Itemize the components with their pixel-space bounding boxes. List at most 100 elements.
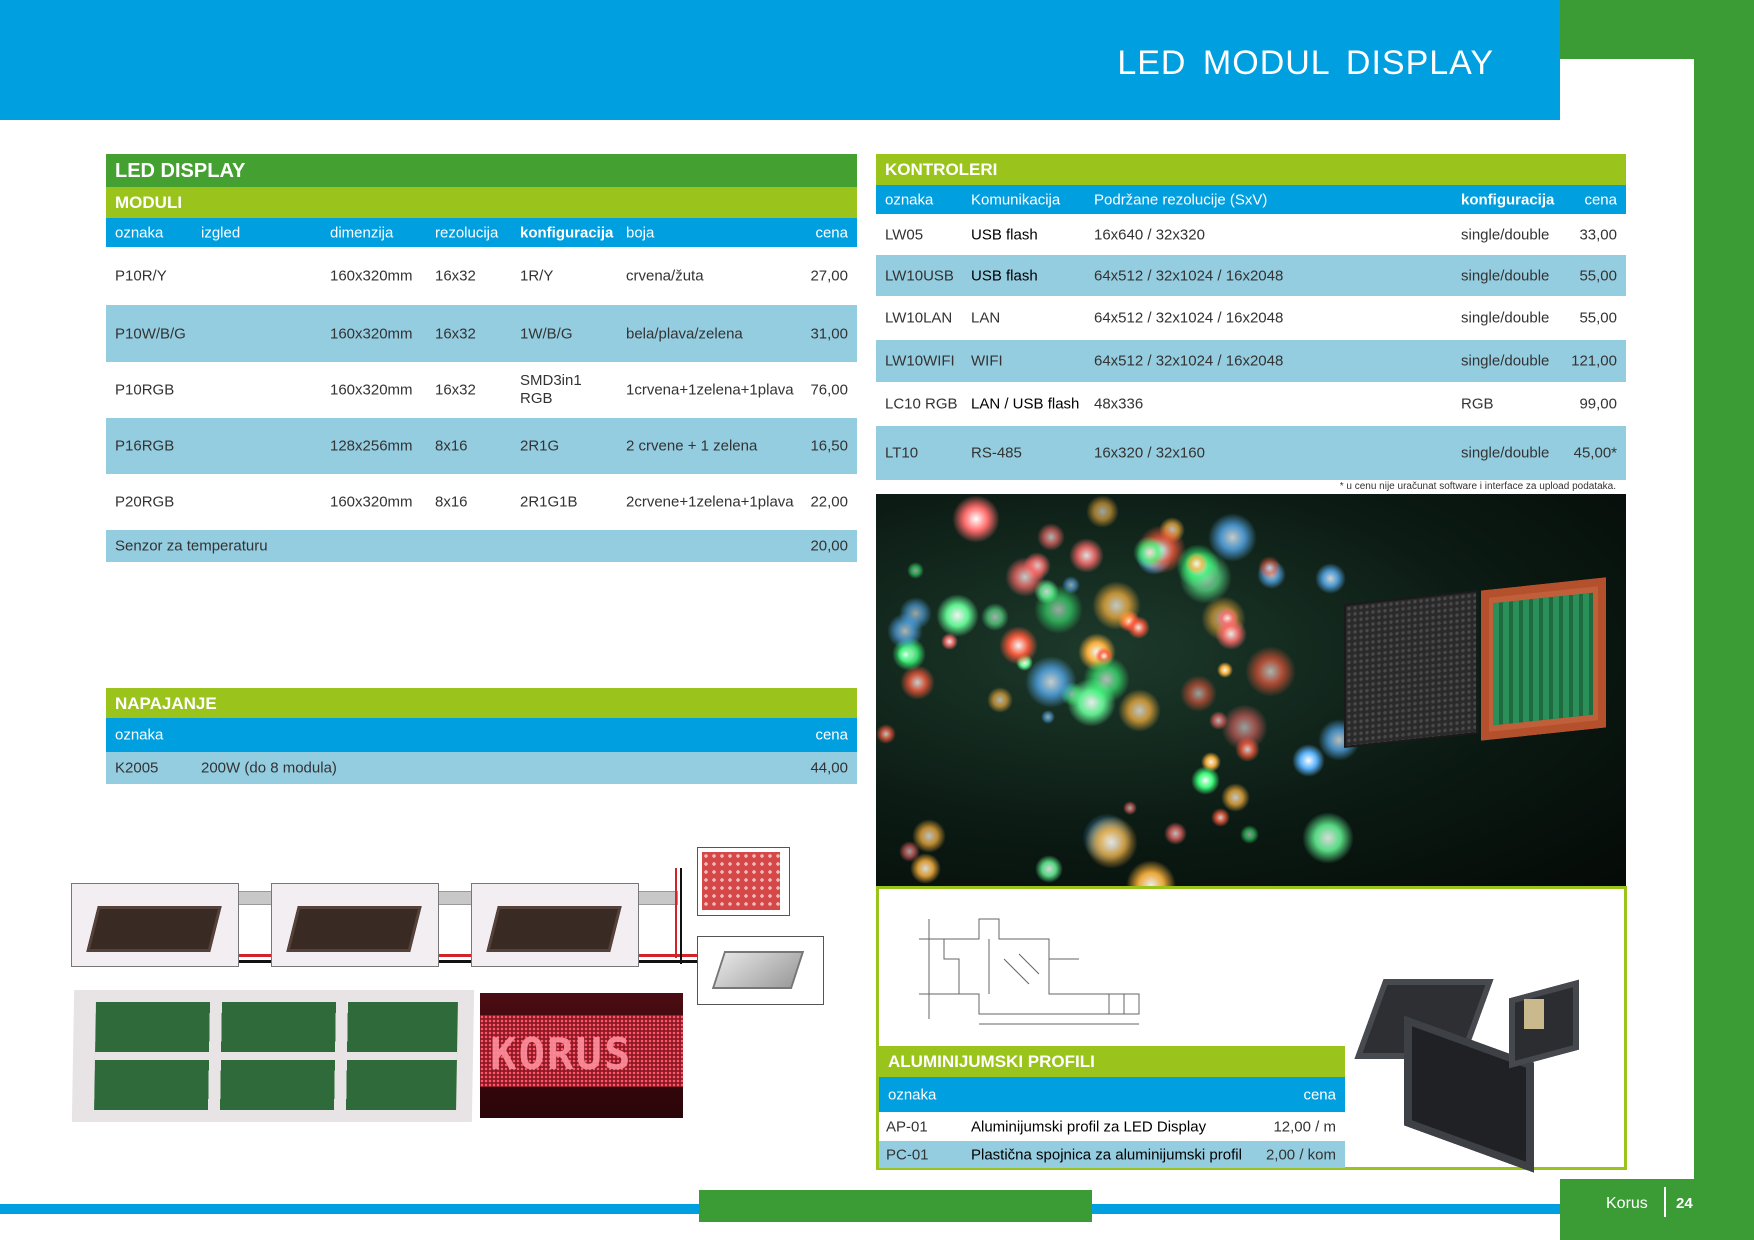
cell-dimenzija: 160x320mm <box>330 267 413 285</box>
kontroleri-header-row: oznaka Komunikacija Podržane rezolucije … <box>876 185 1626 214</box>
table-row: AP-01 Aluminijumski profil za LED Displa… <box>879 1112 1345 1141</box>
led-bokeh-dot <box>1245 646 1296 697</box>
cell-cena: 31,00 <box>810 325 848 342</box>
led-module-photo <box>271 883 439 967</box>
cell-dimenzija: 160x320mm <box>330 493 413 511</box>
table-row: P10W/B/G 160x320mm 16x32 1W/B/G bela/pla… <box>106 305 857 362</box>
led-bokeh-dot <box>912 819 946 853</box>
col-rezolucija: rezolucija <box>435 224 499 241</box>
footer-center-bar <box>699 1190 1092 1222</box>
led-bokeh-dot <box>1215 618 1247 650</box>
table-row: LW10USB USB flash 64x512 / 32x1024 / 16x… <box>876 255 1626 296</box>
cell-cena: 45,00* <box>1573 444 1617 462</box>
led-bokeh-dot <box>1185 552 1208 575</box>
cell-cena: 121,00 <box>1571 352 1617 370</box>
col-cena: cena <box>1584 191 1617 208</box>
napajanje-header-row: oznaka cena <box>106 718 857 752</box>
cell-konfiguracija: 1W/B/G <box>520 325 573 342</box>
power-supply-photo <box>697 936 824 1005</box>
moduli-title: MODULI <box>106 187 857 218</box>
cell-konfiguracija: single/double <box>1461 226 1550 243</box>
led-bokeh-dot <box>1209 711 1228 730</box>
table-row: PC-01 Plastična spojnica za aluminijumsk… <box>879 1141 1345 1168</box>
page-number: 24 <box>1676 1195 1693 1212</box>
napajanje-title: NAPAJANJE <box>106 688 857 718</box>
led-panel-dark <box>1346 592 1476 746</box>
cell-oznaka: P10RGB <box>115 381 175 399</box>
col-cena: cena <box>1303 1086 1336 1103</box>
table-row: LT10 RS-485 16x320 / 32x160 single/doubl… <box>876 426 1626 480</box>
led-bokeh-dot <box>936 594 979 637</box>
profili-box <box>876 886 1627 1173</box>
cell-cena: 76,00 <box>810 381 848 399</box>
led-bokeh-dot <box>987 687 1013 713</box>
table-row: LW10LAN LAN 64x512 / 32x1024 / 16x2048 s… <box>876 296 1626 340</box>
col-cena: cena <box>815 726 848 744</box>
cell-oznaka: LC10 RGB <box>885 395 958 413</box>
col-oznaka: oznaka <box>115 224 164 241</box>
col-dimenzija: dimenzija <box>330 224 394 241</box>
led-bokeh-dot <box>1118 689 1161 732</box>
cell-cena: 22,00 <box>810 493 848 511</box>
cell-oznaka: LW10LAN <box>885 309 953 327</box>
led-bokeh-dot <box>1302 812 1354 864</box>
cell-rezolucije: 48x336 <box>1094 395 1144 413</box>
module-backside-photo <box>71 990 475 1122</box>
led-bokeh-dot <box>876 724 896 744</box>
cell-komunikacija: LAN <box>971 309 1001 327</box>
cell-oznaka: P20RGB <box>115 493 175 511</box>
cell-rezolucija: 8x16 <box>435 493 468 511</box>
cell-boja: crvena/žuta <box>626 267 704 285</box>
led-bokeh-dot <box>1025 656 1077 708</box>
cell-boja: 1crvena+1zelena+1plava <box>626 381 794 399</box>
col-oznaka: oznaka <box>885 191 934 208</box>
led-bokeh-dot <box>1240 825 1259 844</box>
sensor-row: Senzor za temperaturu 20,00 <box>106 530 857 562</box>
led-closeup-photo <box>876 494 1626 886</box>
page-title: LED MODUL DISPLAY <box>1117 44 1494 82</box>
led-bokeh-dot <box>941 633 958 650</box>
led-bokeh-dot <box>1133 536 1166 569</box>
cell-komunikacija: USB flash <box>971 226 1038 243</box>
cell-cena: 16,50 <box>810 437 848 455</box>
led-bokeh-dot <box>1211 808 1230 827</box>
footer-divider <box>1664 1187 1666 1217</box>
kontroleri-table: KONTROLERI oznaka Komunikacija Podržane … <box>876 154 1626 494</box>
cell-konfiguracija: 2R1G1B <box>520 493 578 511</box>
led-bokeh-dot <box>1085 816 1138 869</box>
cell-komunikacija: RS-485 <box>971 444 1022 462</box>
napajanje-table: NAPAJANJE oznaka cena K2005 200W (do 8 m… <box>106 688 857 784</box>
cell-konfiguracija: RGB <box>1461 395 1494 413</box>
led-bokeh-dot <box>1041 710 1055 724</box>
profili-table: ALUMINIJUMSKI PROFILI oznaka cena AP-01 … <box>879 1046 1345 1168</box>
led-bokeh-dot <box>1037 523 1065 551</box>
led-bokeh-dot <box>907 562 924 579</box>
cell-dimenzija: 160x320mm <box>330 325 413 342</box>
led-bokeh-dot <box>1235 737 1260 762</box>
cell-rezolucije: 64x512 / 32x1024 / 16x2048 <box>1094 267 1284 284</box>
col-komunikacija: Komunikacija <box>971 191 1061 208</box>
cell-cena: 55,00 <box>1579 267 1617 284</box>
cell-rezolucije: 64x512 / 32x1024 / 16x2048 <box>1094 309 1284 327</box>
led-bokeh-dot <box>897 646 914 663</box>
led-bokeh-dot <box>1083 656 1130 703</box>
led-bokeh-dot <box>1069 538 1104 573</box>
cell-konfiguracija: 2R1G <box>520 437 560 455</box>
cell-cena: 44,00 <box>810 759 848 777</box>
profili-title: ALUMINIJUMSKI PROFILI <box>879 1046 1345 1077</box>
col-boja: boja <box>626 224 655 241</box>
led-bokeh-dot <box>1005 557 1045 597</box>
profile-drawing <box>919 918 1140 1025</box>
moduli-header-row: oznaka izgled dimenzija rezolucija konfi… <box>106 218 857 247</box>
cell-boja: 2crvene+1zelena+1plava <box>626 493 794 511</box>
cell-oznaka: LW05 <box>885 226 924 243</box>
cell-oznaka: LW10USB <box>885 267 954 284</box>
cell-rezolucija: 16x32 <box>435 381 476 399</box>
led-bokeh-dot <box>1127 616 1150 639</box>
cell-cena: 33,00 <box>1579 226 1617 243</box>
controller-board-photo <box>697 847 790 916</box>
footer-brand: Korus <box>1606 1195 1648 1212</box>
cell-oznaka: P16RGB <box>115 437 175 455</box>
profile-photo <box>1354 939 1599 1173</box>
cell-oznaka: P10W/B/G <box>115 325 186 342</box>
